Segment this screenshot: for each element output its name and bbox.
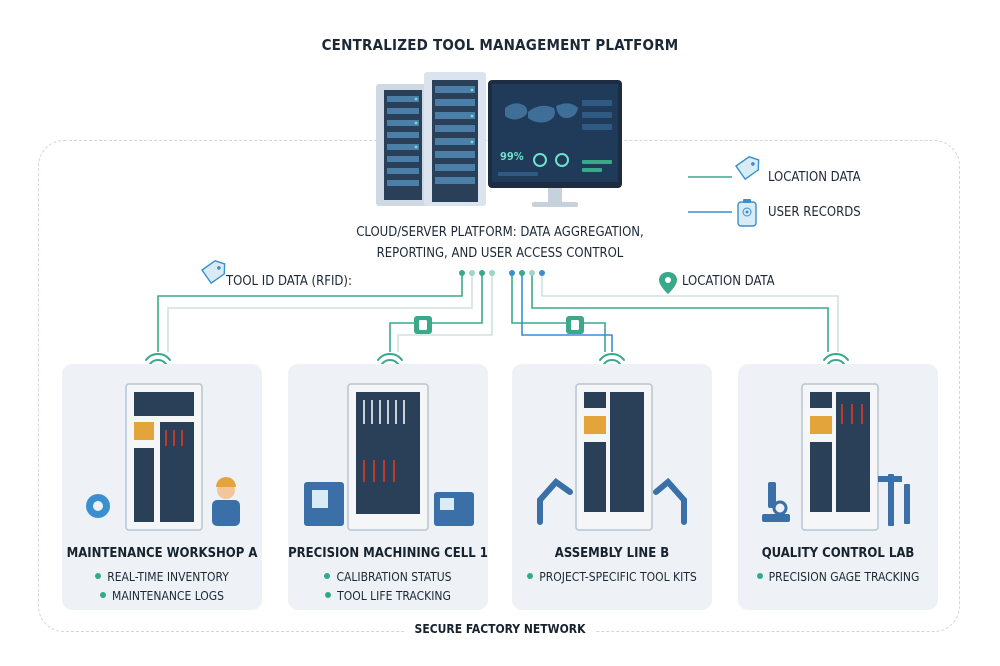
platform-description: CLOUD/SERVER PLATFORM: DATA AGGREGATION,… <box>330 222 670 264</box>
network-label: SECURE FACTORY NETWORK <box>0 622 1000 636</box>
station-bullets: REAL-TIME INVENTORY MAINTENANCE LOGS <box>62 568 262 606</box>
dashboard-stat: 99% <box>500 150 524 163</box>
location-pin-icon <box>659 272 677 294</box>
lathe-machine-icon <box>434 492 474 526</box>
network-label-text: SECURE FACTORY NETWORK <box>404 622 596 636</box>
microscope-icon <box>762 482 790 522</box>
platform-description-line2: REPORTING, AND USER ACCESS CONTROL <box>376 246 624 261</box>
bullet-item: PROJECT-SPECIFIC TOOL KITS <box>512 568 712 587</box>
station-bullets: PROJECT-SPECIFIC TOOL KITS <box>512 568 712 587</box>
station-title: QUALITY CONTROL LAB <box>761 546 915 561</box>
station-panel-3: ASSEMBLY LINE B PROJECT-SPECIFIC TOOL KI… <box>512 364 712 610</box>
dashboard-map <box>505 103 578 123</box>
robot-arm-icon-right <box>653 477 687 525</box>
station-bullets: PRECISION GAGE TRACKING <box>738 568 938 587</box>
gear-icon <box>86 494 110 518</box>
robot-arm-icon-left <box>537 477 573 525</box>
connector-line-4b <box>541 275 839 352</box>
server-leds <box>414 88 474 149</box>
connector-line-1b <box>167 275 473 352</box>
server-rack-slots <box>387 86 475 186</box>
rfid-badge-icon-1 <box>414 316 432 334</box>
bullet-item: TOOL LIFE TRACKING <box>288 587 488 606</box>
station-title: PRECISION MACHINING CELL 1 <box>288 546 488 561</box>
legend-fingerprint-badge-icon <box>737 199 757 227</box>
rfid-badge-icon-2 <box>566 316 584 334</box>
station-panel-1: MAINTENANCE WORKSHOP A REAL-TIME INVENTO… <box>62 364 262 610</box>
connector-line-1 <box>157 275 463 352</box>
dashboard-monitor-icon <box>488 80 622 207</box>
tool-cabinet-icon <box>86 383 240 531</box>
connector-line-2b <box>397 275 493 352</box>
bullet-item: REAL-TIME INVENTORY <box>62 568 262 587</box>
caliper-icon <box>878 474 910 526</box>
connector-line-3 <box>511 275 606 352</box>
legend-label-location: LOCATION DATA <box>768 170 861 185</box>
flow-label-location: LOCATION DATA <box>682 274 775 289</box>
platform-description-line1: CLOUD/SERVER PLATFORM: DATA AGGREGATION, <box>356 225 644 240</box>
station-bullets: CALIBRATION STATUS TOOL LIFE TRACKING <box>288 568 488 606</box>
legend-label-user: USER RECORDS <box>768 205 861 220</box>
cnc-machine-icon <box>304 482 344 526</box>
connector-lines <box>157 275 839 352</box>
hub-dots <box>459 270 545 276</box>
station-panel-2: PRECISION MACHINING CELL 1 CALIBRATION S… <box>288 364 488 610</box>
connector-line-2 <box>389 275 483 352</box>
bullet-item: MAINTENANCE LOGS <box>62 587 262 606</box>
tool-cabinet-icon <box>762 383 910 531</box>
station-title: MAINTENANCE WORKSHOP A <box>66 546 258 561</box>
tool-cabinet-icon <box>537 383 687 531</box>
tool-cabinet-icon <box>304 383 474 531</box>
tag-icon <box>201 260 226 285</box>
station-panel-4: QUALITY CONTROL LAB PRECISION GAGE TRACK… <box>738 364 938 610</box>
bullet-item: PRECISION GAGE TRACKING <box>738 568 938 587</box>
flow-label-tool-id: TOOL ID DATA (RFID): <box>226 274 352 289</box>
connector-line-3b <box>521 275 613 352</box>
worker-icon <box>212 477 240 526</box>
connector-line-4 <box>531 275 829 352</box>
station-title: ASSEMBLY LINE B <box>554 546 670 561</box>
bullet-item: CALIBRATION STATUS <box>288 568 488 587</box>
page-title: CENTRALIZED TOOL MANAGEMENT PLATFORM <box>321 36 679 54</box>
dashboard-widgets <box>498 100 612 176</box>
legend-tag-icon <box>735 156 760 181</box>
